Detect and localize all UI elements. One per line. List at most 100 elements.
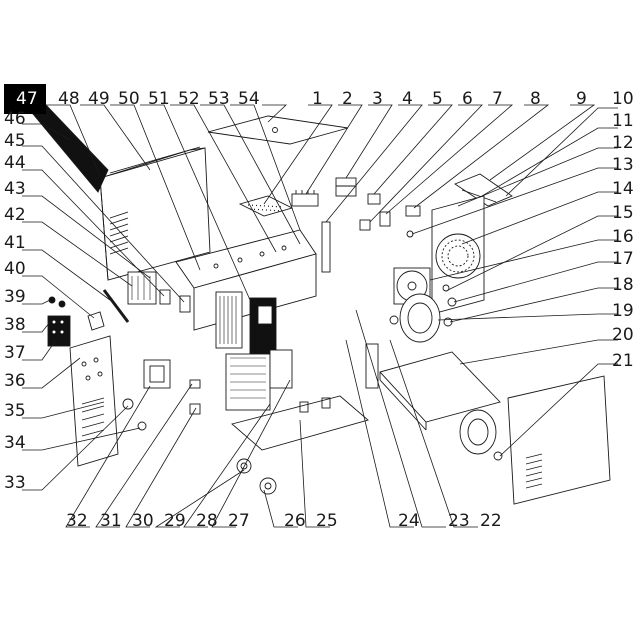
part-black-strip [27, 104, 109, 193]
callout-numbers: 47 48 49 50 51 52 53 54 1 2 3 4 5 6 7 8 … [4, 84, 634, 531]
part-axle-cap [389, 315, 399, 325]
callout-1: 1 [312, 89, 323, 109]
part-chassis-holes [213, 245, 287, 269]
callout-53: 53 [208, 89, 230, 109]
callout-29: 29 [164, 511, 186, 531]
leader-26 [263, 489, 298, 528]
part-side-panel-right [507, 375, 611, 505]
leader-44 [22, 169, 165, 297]
callout-37: 37 [4, 343, 26, 363]
callout-14: 14 [612, 179, 634, 199]
leader-8 [413, 104, 550, 209]
leader-32 [65, 385, 151, 528]
callout-10: 10 [612, 89, 634, 109]
part-wheel-rear [459, 409, 497, 455]
callout-17: 17 [612, 249, 634, 269]
leader-6 [369, 104, 483, 223]
part-top-plate-hole [272, 127, 278, 133]
leader-15 [447, 215, 618, 291]
part-bridge [189, 379, 201, 389]
leader-16 [429, 239, 618, 281]
part-wheel-right-front [399, 293, 441, 343]
leader-41 [22, 249, 111, 301]
part-side-panel-vents [525, 453, 543, 489]
leader-28 [183, 403, 271, 528]
part-clip-a [367, 193, 381, 205]
leader-39 [22, 299, 51, 305]
leader-48 [80, 104, 151, 171]
leader-21 [499, 363, 618, 457]
part-terminal-pins [295, 190, 315, 194]
leader-42 [22, 221, 133, 287]
callout-40: 40 [4, 259, 26, 279]
leader-33 [22, 405, 129, 491]
callout-13: 13 [612, 155, 634, 175]
leader-22 [389, 339, 478, 528]
callout-27: 27 [228, 511, 250, 531]
callout-19: 19 [612, 301, 634, 321]
leader-25 [299, 419, 330, 528]
part-caster-b [259, 477, 277, 495]
callout-44: 44 [4, 153, 26, 173]
part-connector [405, 205, 421, 217]
callout-35: 35 [4, 401, 26, 421]
leader-4 [325, 104, 423, 223]
callout-42: 42 [4, 205, 26, 225]
part-chassis-bar [365, 343, 379, 389]
callout-11: 11 [612, 111, 634, 131]
callout-21: 21 [612, 351, 634, 371]
leader-11 [481, 127, 618, 197]
leader-19 [437, 313, 618, 321]
part-nut-b [58, 300, 66, 308]
part-capacitor [179, 295, 191, 313]
leader-10 [505, 107, 618, 197]
leader-30 [125, 407, 197, 528]
leader-29 [154, 469, 245, 528]
callout-8: 8 [530, 89, 541, 109]
leader-5 [373, 104, 453, 195]
leader-52 [200, 104, 301, 245]
leader-47 [46, 104, 101, 177]
leader-49 [110, 104, 201, 271]
leader-31 [95, 383, 193, 528]
part-rear-panel [431, 195, 485, 315]
leader-51 [170, 104, 277, 253]
leader-24 [345, 339, 414, 528]
callout-15: 15 [612, 203, 634, 223]
callout-30: 30 [132, 511, 154, 531]
callout-33: 33 [4, 473, 26, 493]
callout-34: 34 [4, 433, 26, 453]
part-top-cover [99, 146, 211, 281]
leader-12 [457, 147, 618, 207]
part-front-knob-a [122, 398, 134, 410]
leader-45 [22, 145, 185, 303]
callout-50: 50 [118, 89, 140, 109]
part-bracket-strip [321, 221, 331, 273]
part-rod [102, 289, 130, 323]
callout-32: 32 [66, 511, 88, 531]
part-control-board [47, 315, 71, 347]
leader-18 [449, 287, 618, 323]
leader-36 [22, 357, 81, 389]
leader-34 [22, 427, 141, 451]
callout-43: 43 [4, 179, 26, 199]
leader-54 [262, 104, 288, 123]
callout-51: 51 [148, 89, 170, 109]
part-terminal-block [291, 193, 319, 207]
leader-53 [230, 104, 301, 231]
callout-47-box [4, 84, 46, 114]
callout-41: 41 [4, 233, 26, 253]
callout-16: 16 [612, 227, 634, 247]
leader-9 [489, 104, 596, 181]
leader-23 [355, 309, 446, 528]
callout-9: 9 [576, 89, 587, 109]
leader-37 [22, 339, 57, 361]
part-nut-a [48, 296, 56, 304]
part-top-plate [207, 115, 349, 145]
callout-47: 47 [16, 89, 38, 109]
part-heatsink-a [215, 291, 243, 349]
leader-13 [411, 167, 618, 235]
leader-40 [22, 275, 95, 319]
callout-24: 24 [398, 511, 420, 531]
